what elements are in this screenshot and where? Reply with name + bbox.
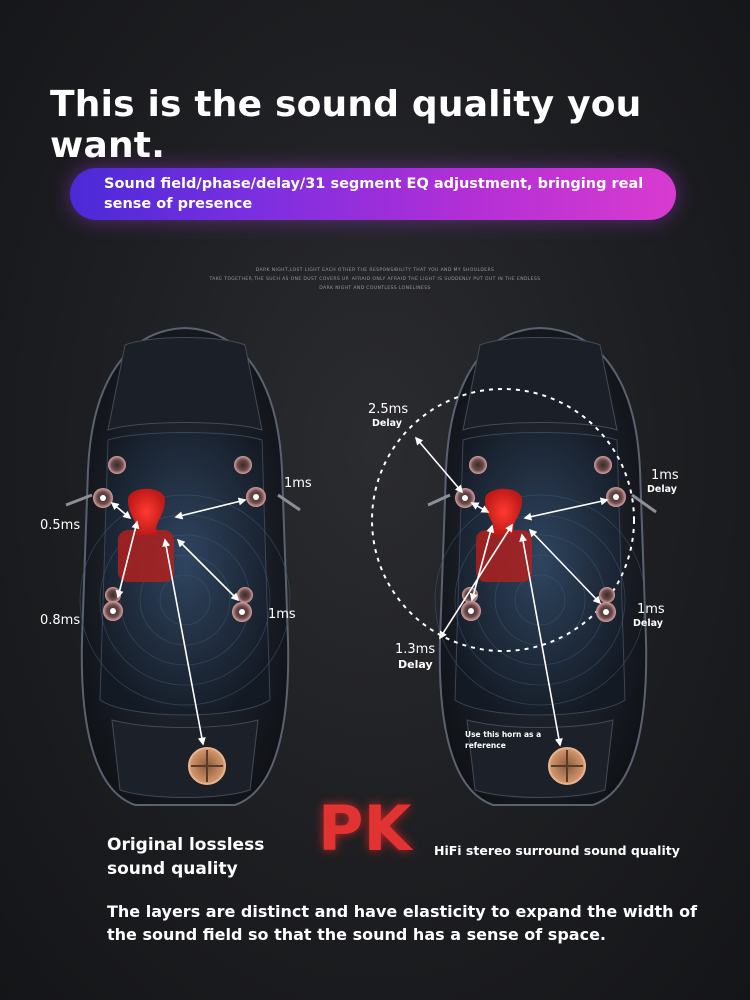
fine-print-line-1: DARK NIGHT,LOST LIGHT EACH OTHER THE RES…	[255, 268, 495, 273]
left-delay-rear-left: 0.8ms	[40, 613, 81, 628]
pk-label: PK	[318, 792, 412, 865]
left-delay-rear-right: 1ms	[268, 607, 296, 622]
left-delay-front-left: 0.5ms	[40, 518, 81, 533]
bottom-text: The layers are distinct and have elastic…	[107, 902, 698, 944]
right-delay-rear-right: 1ms	[637, 602, 665, 617]
right-caption: HiFi stereo surround sound quality	[434, 843, 680, 858]
left-delay-front-right: 1ms	[284, 476, 312, 491]
fine-print-line-2: TAKE TOGETHER,THE SUCH AS ONE DUST COVER…	[209, 277, 541, 282]
right-delay-top-sub: Delay	[372, 418, 402, 429]
right-car	[371, 326, 657, 806]
left-caption: Original lossless sound quality	[107, 835, 265, 879]
reference-note: Use this horn as a reference	[465, 730, 542, 750]
fine-print-line-3: DARK NIGHT AND COUNTLESS LONELINESS	[319, 286, 431, 291]
banner-pill	[70, 168, 676, 220]
headline: This is the sound quality you want.	[50, 84, 642, 166]
right-delay-top: 2.5ms	[368, 402, 409, 417]
banner-text: Sound field/phase/delay/31 segment EQ ad…	[104, 176, 644, 212]
right-delay-rear-right-sub: Delay	[633, 618, 663, 629]
right-delay-front-right-sub: Delay	[647, 484, 677, 495]
right-delay-left: 1.3ms	[395, 642, 436, 657]
right-delay-front-right: 1ms	[651, 468, 679, 483]
left-car	[65, 326, 301, 806]
right-delay-left-sub: Delay	[398, 658, 433, 671]
